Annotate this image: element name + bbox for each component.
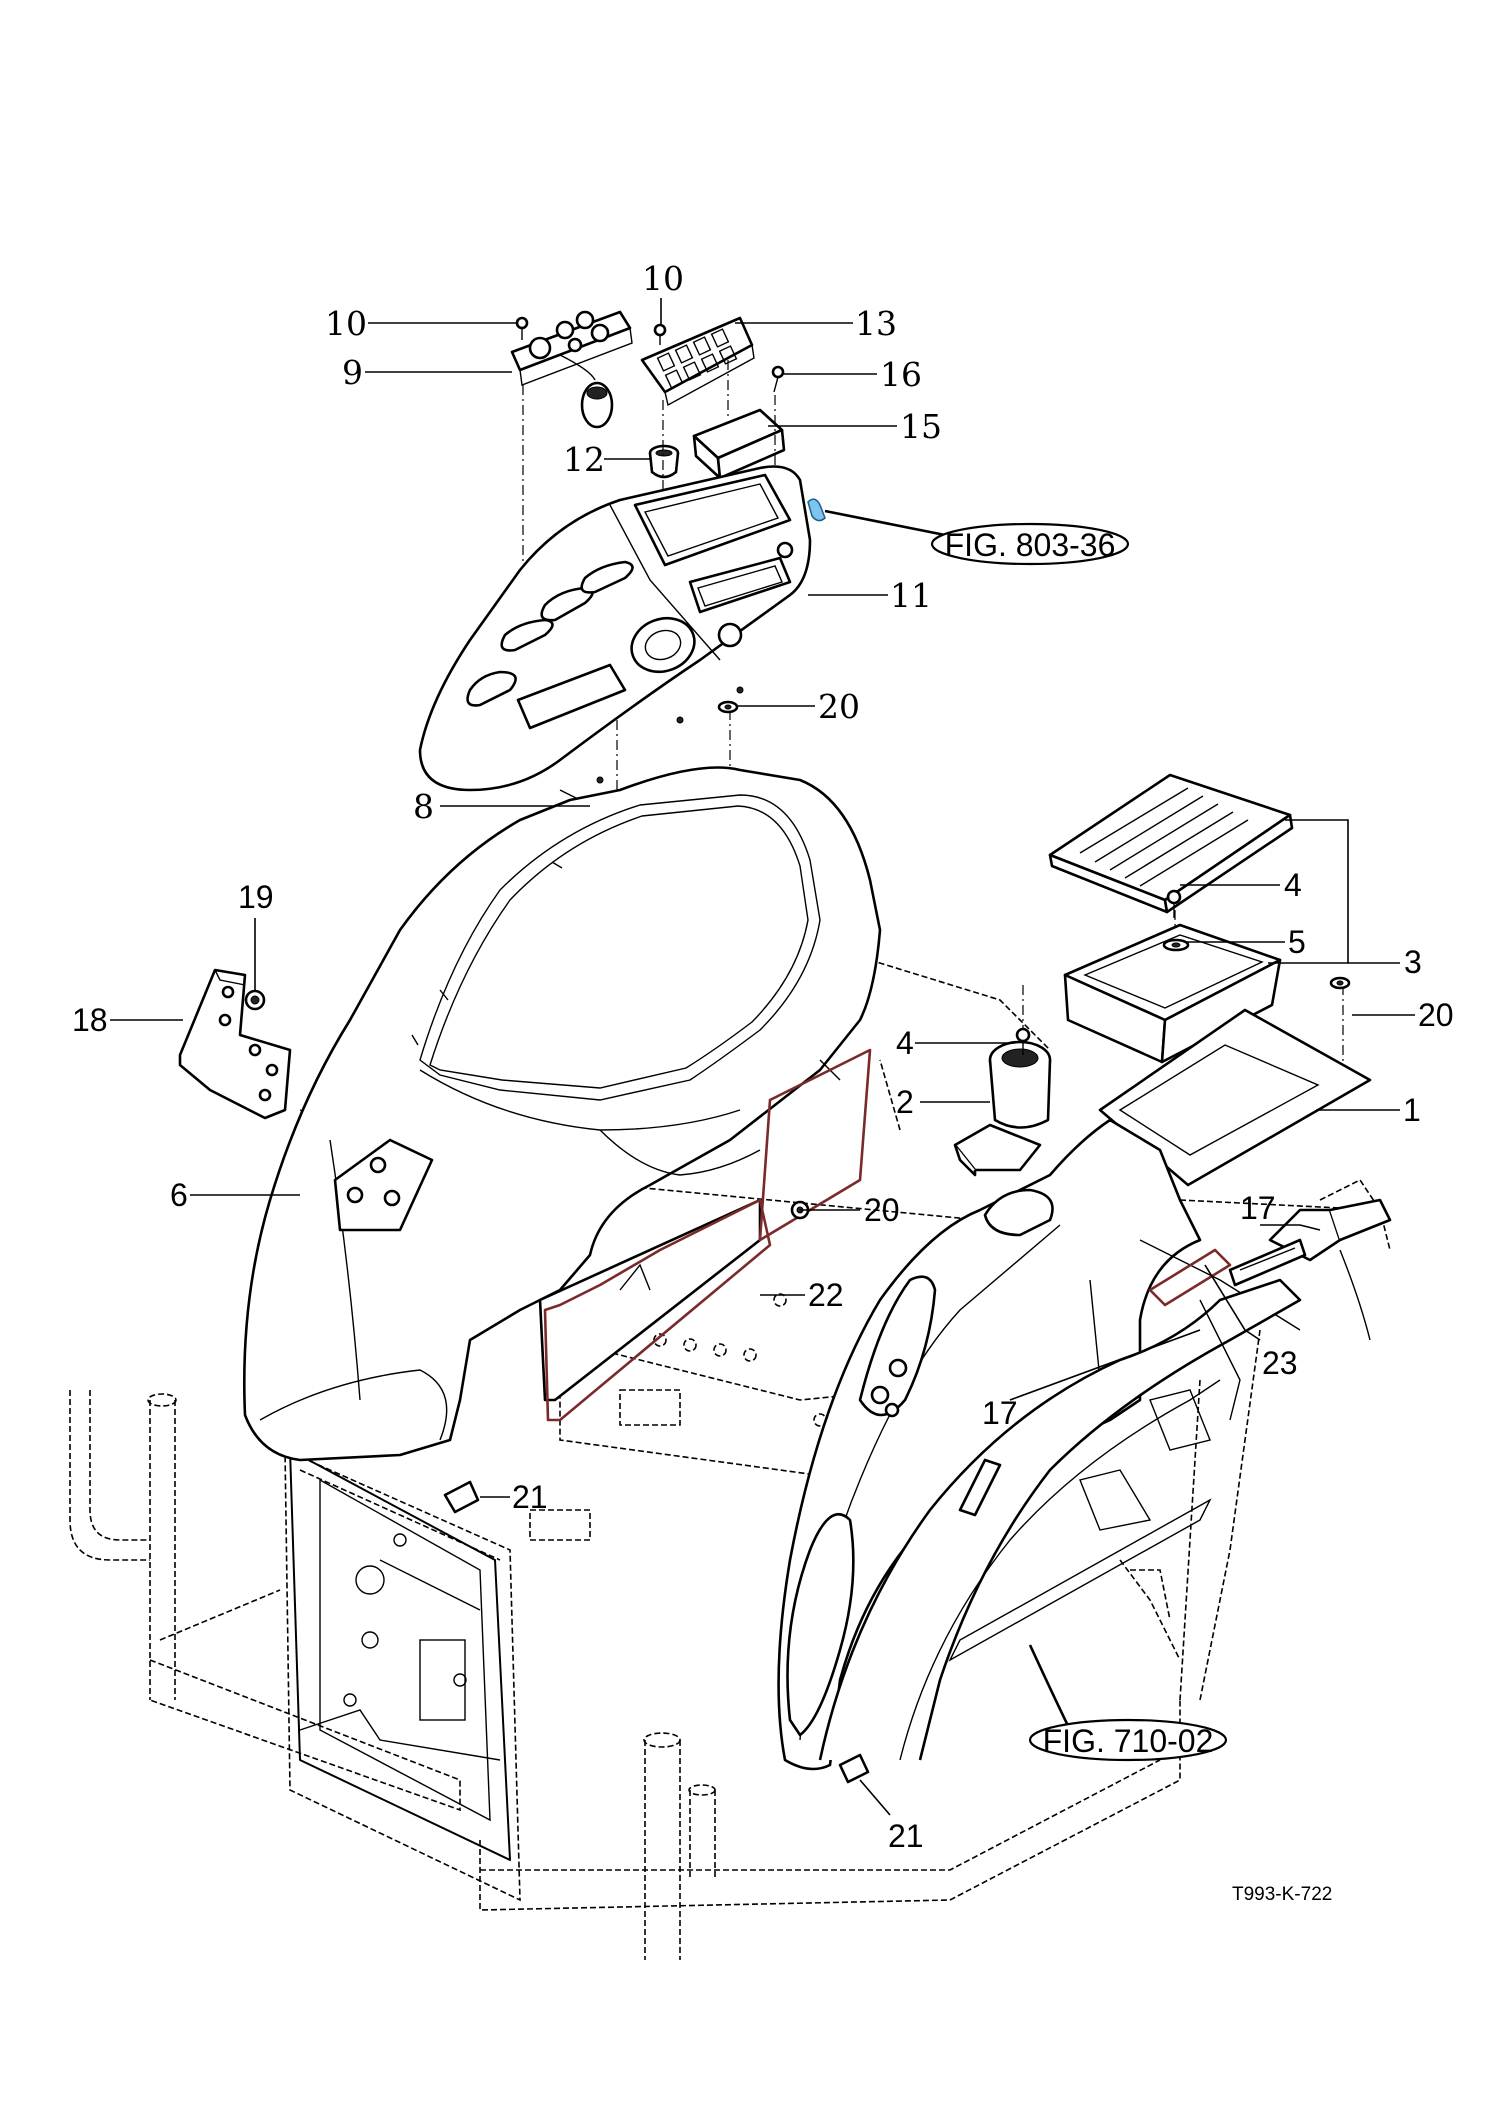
figure-reference-710-label: FIG. 710-02 xyxy=(1043,1723,1214,1759)
chassis-frame xyxy=(69,959,1391,1960)
callout-22: 22 xyxy=(808,1277,844,1313)
switch-panel-part9 xyxy=(510,310,633,429)
bin-part3 xyxy=(1063,923,1282,1064)
callout-6: 6 xyxy=(170,1177,188,1213)
callout-20b: 20 xyxy=(1418,997,1454,1033)
callout-17b: 17 xyxy=(982,1395,1018,1431)
tray-part3 xyxy=(1048,773,1294,914)
callout-2: 2 xyxy=(896,1084,914,1120)
callout-1: 1 xyxy=(1403,1092,1421,1128)
trim-strip-part17-upper xyxy=(1228,1238,1307,1287)
steering-pedestal xyxy=(289,1449,511,1861)
trim-strip-part17-lower xyxy=(958,1458,1002,1517)
cup-holder-part2 xyxy=(953,1040,1052,1177)
callout-23: 23 xyxy=(1262,1345,1298,1381)
drawing-code: T993-K-722 xyxy=(1232,1884,1332,1905)
callout-19: 19 xyxy=(238,879,274,915)
callout-21b: 21 xyxy=(888,1818,924,1854)
callout-8: 8 xyxy=(413,787,434,826)
module-part15 xyxy=(692,408,786,480)
pad-part23 xyxy=(1148,1248,1232,1307)
figure-reference-710[interactable]: FIG. 710-02 xyxy=(1028,1718,1228,1762)
figure-reference-803-oval xyxy=(930,522,1130,566)
figure-reference-710-oval xyxy=(1028,1718,1228,1762)
dash-cover-part11 xyxy=(418,465,826,792)
bolt-part4-lower xyxy=(1015,1027,1031,1055)
figure-reference-803[interactable]: FIG. 803-36 xyxy=(930,522,1130,566)
callout-18: 18 xyxy=(72,1002,108,1038)
callout-13: 13 xyxy=(855,304,897,343)
pad-part21-b xyxy=(838,1753,870,1784)
switch-cluster-part13 xyxy=(640,316,755,407)
callout-16: 16 xyxy=(880,355,922,394)
fender-console xyxy=(777,1118,1301,1771)
callout-21a: 21 xyxy=(512,1479,548,1515)
rear-fender xyxy=(818,1198,1392,1761)
front-cowl-part6 xyxy=(242,766,882,1462)
callout-15: 15 xyxy=(900,407,942,446)
callout-3: 3 xyxy=(1404,944,1422,980)
screws-part10 xyxy=(515,316,667,345)
callout-20a: 20 xyxy=(818,687,860,726)
washer-part5 xyxy=(1162,938,1190,952)
callout-4b: 4 xyxy=(896,1025,914,1061)
callout-5: 5 xyxy=(1288,924,1306,960)
figure-reference-803-label: FIG. 803-36 xyxy=(945,527,1116,563)
leader-lines xyxy=(110,298,1415,1816)
callout-20c: 20 xyxy=(864,1192,900,1228)
bolt-part4-upper xyxy=(1166,889,1182,918)
callout-10a: 10 xyxy=(325,304,367,343)
callout-10b: 10 xyxy=(642,259,684,298)
clip-part20-a xyxy=(717,700,739,714)
socket-part12 xyxy=(648,444,680,479)
callout-11: 11 xyxy=(890,576,932,615)
clip-part20-b xyxy=(1329,976,1351,990)
screw-part16 xyxy=(771,365,785,393)
callout-labels: 10 10 13 9 16 15 12 11 20 8 19 4 5 3 18 … xyxy=(72,259,1454,1854)
side-panel-part22 xyxy=(538,1048,872,1422)
callout-12: 12 xyxy=(563,440,605,479)
grommet-part19 xyxy=(244,989,266,1011)
bracket-part18 xyxy=(178,968,292,1120)
callout-9: 9 xyxy=(342,353,363,392)
pad-part21-a xyxy=(443,1480,480,1514)
callout-17a: 17 xyxy=(1240,1190,1276,1226)
callout-4a: 4 xyxy=(1284,867,1302,903)
